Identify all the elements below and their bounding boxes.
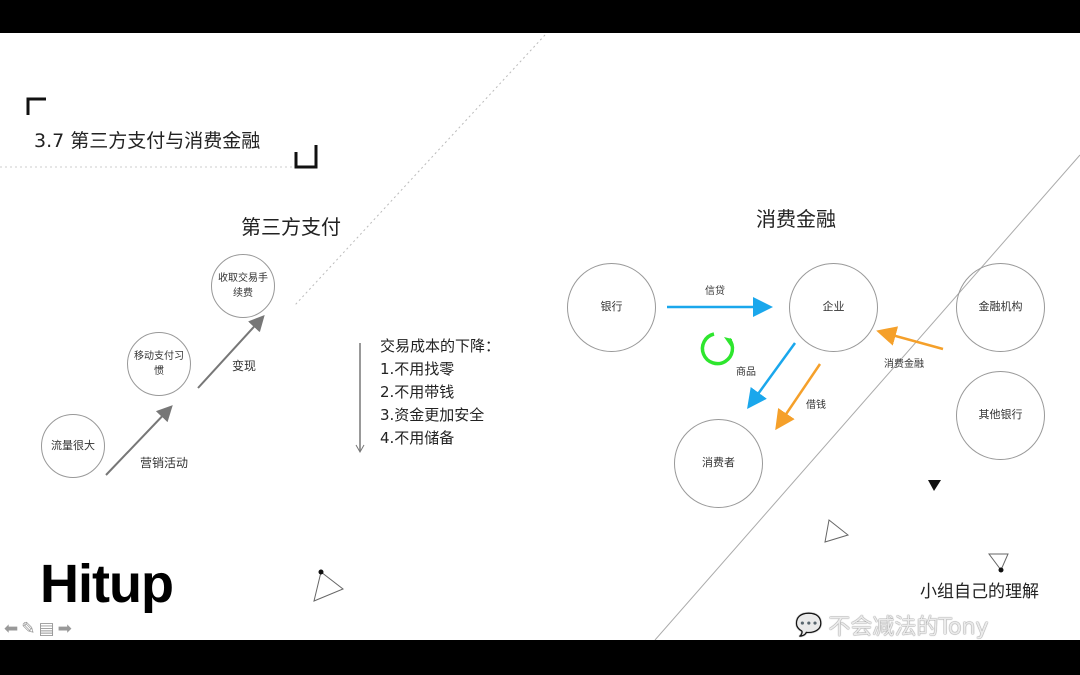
- diagonal-divider: [654, 154, 1080, 640]
- node-other-bank: 其他银行: [956, 371, 1045, 460]
- consumer-finance-heading: 消费金融: [756, 207, 836, 231]
- triangle-deco-1-dot: [318, 569, 324, 575]
- refresh-icon-head: [724, 337, 732, 347]
- cost-item: 3.资金更加安全: [380, 406, 485, 424]
- cost-list-title: 交易成本的下降：: [380, 337, 501, 355]
- node-traffic: 流量很大: [41, 414, 105, 478]
- cost-item: 4.不用储备: [380, 429, 455, 447]
- dotted-divider: [294, 34, 546, 306]
- node-bank: 银行: [567, 263, 656, 352]
- label-borrow: 借钱: [806, 400, 826, 411]
- watermark: 💬 不会减法的Tony: [795, 609, 989, 641]
- cost-item: 2.不用带钱: [380, 383, 455, 401]
- label-consumer-finance: 消费金融: [884, 359, 924, 370]
- triangle-deco-4: [988, 553, 1009, 571]
- label-goods: 商品: [736, 367, 756, 378]
- label-marketing: 营销活动: [140, 456, 189, 470]
- arrow-marketing: [105, 405, 173, 476]
- cost-down-arrowhead: [355, 444, 365, 454]
- title-bracket-bottom: [294, 145, 318, 169]
- pencil-icon[interactable]: ✎: [21, 619, 36, 639]
- node-enterprise: 企业: [789, 263, 878, 352]
- wechat-icon: 💬: [795, 612, 823, 638]
- slide-graphics: [0, 34, 1080, 640]
- note-text: 小组自己的理解: [920, 582, 1039, 602]
- refresh-icon: [700, 332, 735, 366]
- triangle-deco-1: [313, 571, 344, 602]
- slide-toolbar: ⬅ ✎ ▤ ➡: [4, 619, 72, 639]
- cost-list: 交易成本的下降： 1.不用找零 2.不用带钱 3.资金更加安全 4.不用储备: [380, 335, 500, 450]
- arrow-right-icon[interactable]: ➡: [57, 619, 72, 639]
- slide-title: 3.7 第三方支付与消费金融: [34, 130, 261, 152]
- slide: 3.7 第三方支付与消费金融 第三方支付 流量很大 移动支付习惯 收取交易手续费…: [0, 33, 1080, 640]
- title-bracket-top: [26, 97, 46, 115]
- arrow-borrow: [775, 363, 822, 431]
- label-monetize: 变现: [232, 359, 257, 373]
- node-fees: 收取交易手续费: [211, 254, 275, 318]
- node-mobile-habit: 移动支付习惯: [127, 332, 191, 396]
- node-financial-institution: 金融机构: [956, 263, 1045, 352]
- label-credit: 信贷: [705, 286, 725, 297]
- triangle-deco-2: [928, 480, 941, 491]
- notes-icon[interactable]: ▤: [38, 619, 55, 639]
- triangle-deco-4-dot: [998, 567, 1004, 573]
- arrow-consumer-finance: [876, 326, 944, 351]
- triangle-deco-3: [824, 519, 850, 543]
- cost-item: 1.不用找零: [380, 360, 455, 378]
- arrow-left-icon[interactable]: ⬅: [4, 619, 19, 639]
- node-consumer: 消费者: [674, 419, 763, 508]
- third-party-payment-heading: 第三方支付: [241, 215, 341, 239]
- arrow-monetize: [197, 315, 265, 389]
- watermark-text: 不会减法的Tony: [828, 615, 989, 640]
- arrow-goods: [747, 342, 797, 410]
- hitup-logo: Hitup: [40, 554, 174, 614]
